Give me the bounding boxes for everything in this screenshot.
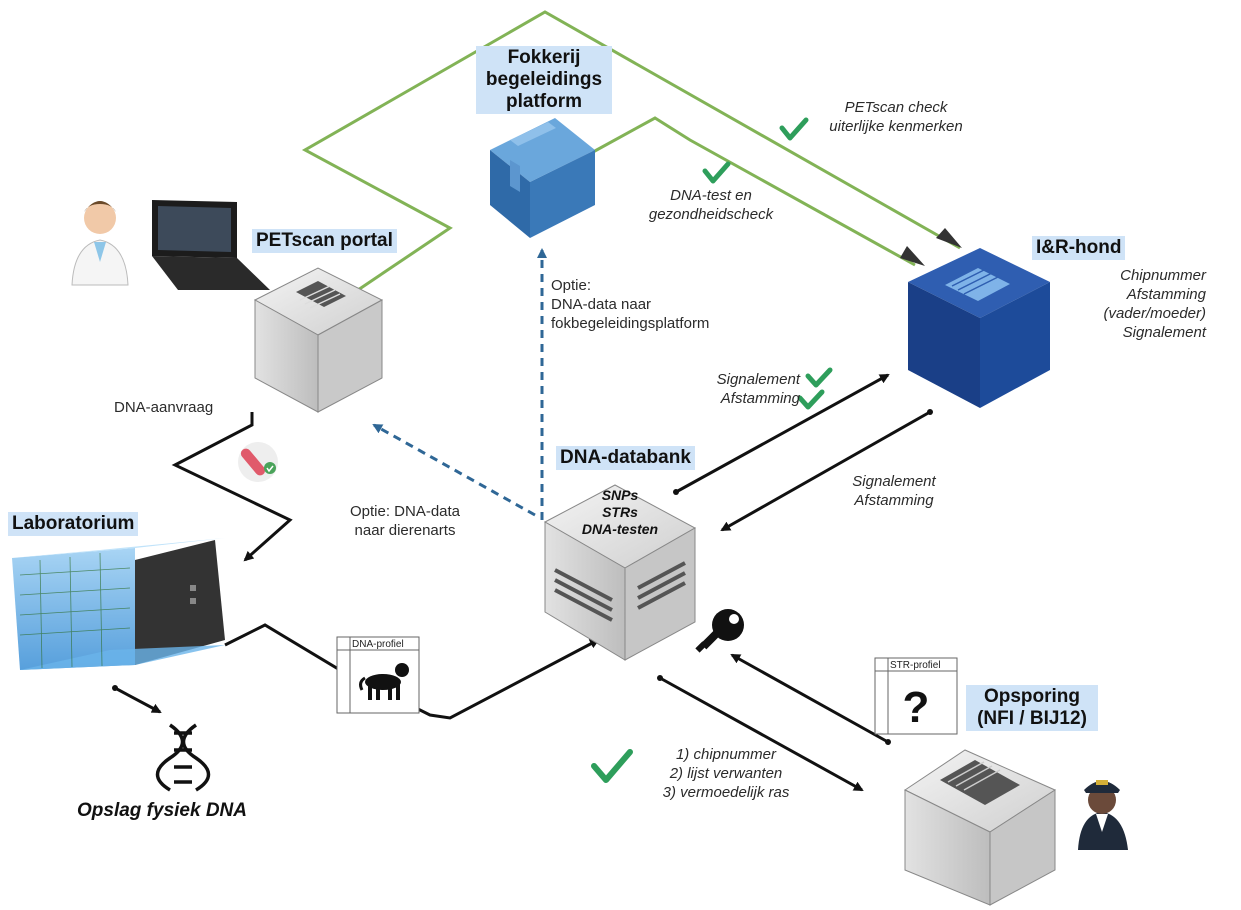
lab-machine-icon	[12, 538, 225, 670]
databank-content-item: DNA-testen	[581, 521, 659, 537]
flow-ir-to-databank	[720, 410, 931, 532]
opsporing-server-icon	[904, 749, 1057, 906]
label-line: gezondheidscheck	[648, 206, 774, 223]
green-line-fokkerij-ir	[592, 116, 916, 267]
ir-hond-server-icon	[908, 248, 1050, 408]
optie-dierenarts-label: Optie: DNA-data naar dierenarts	[320, 502, 490, 540]
check-icon	[702, 161, 731, 184]
dna-profiel-label: DNA-profiel	[352, 639, 404, 650]
doctor-icon	[71, 201, 129, 286]
question-mark: ?	[903, 683, 930, 732]
fokkerij-title-line: Fokkerij	[507, 47, 581, 68]
opslag-label: Opslag fysiek DNA	[77, 800, 247, 821]
irhond-detail: Chipnummer	[1120, 267, 1206, 284]
dna-helix-icon	[155, 723, 211, 792]
irhond-title: I&R-hond	[1032, 236, 1126, 260]
label-line: Afstamming	[854, 492, 934, 509]
str-profiel-document: STR-profiel ?	[874, 657, 958, 735]
check-icon	[779, 117, 809, 141]
label-line: Optie: DNA-data	[349, 503, 461, 520]
signalement-up-label: Signalement Afstamming	[690, 370, 800, 408]
check-icon	[805, 367, 833, 388]
dashed-arrow-to-petscan	[372, 423, 536, 517]
green-arrowhead-1	[936, 228, 962, 248]
opsporing-title-line: (NFI / BIJ12)	[977, 708, 1087, 729]
irhond-details: Chipnummer Afstamming (vader/moeder) Sig…	[1060, 266, 1206, 342]
fokkerij-title: Fokkerij begeleidings platform	[476, 46, 612, 114]
green-arrowhead-2	[900, 246, 925, 266]
label-line: naar dierenarts	[354, 522, 456, 539]
laptop-icon	[152, 200, 270, 290]
irhond-detail: (vader/moeder)	[1103, 305, 1206, 322]
str-profiel-label: STR-profiel	[890, 660, 941, 671]
irhond-detail: Signalement	[1122, 324, 1206, 341]
query-item: 3) vermoedelijk ras	[662, 784, 790, 801]
databank-contents: SNPs STRs DNA-testen	[572, 487, 668, 538]
flow-petscan-to-lab	[171, 412, 293, 562]
dna-aanvraag-label: DNA-aanvraag	[114, 399, 214, 416]
databank-server-icon	[543, 484, 697, 661]
label-line: DNA-test en	[670, 187, 752, 204]
flow-databank-to-ir	[675, 373, 890, 494]
fokkerij-title-line: begeleidings	[485, 69, 603, 90]
test-tube-icon	[238, 442, 278, 482]
check-icon	[591, 749, 633, 783]
databank-content-item: SNPs	[601, 487, 639, 503]
lab-title: Laboratorium	[8, 512, 139, 536]
label-line: Signalement	[716, 371, 800, 388]
police-officer-icon	[1078, 780, 1128, 850]
opsporing-title: Opsporing (NFI / BIJ12)	[966, 685, 1098, 731]
petscan-server-icon	[253, 267, 384, 413]
query-item: 2) lijst verwanten	[669, 765, 783, 782]
label-line: Optie:	[551, 277, 592, 294]
query-items-label: 1) chipnummer 2) lijst verwanten 3) verm…	[636, 745, 816, 802]
label-line: fokbegeleidingsplatform	[551, 315, 710, 332]
key-icon	[695, 609, 744, 653]
label-line: DNA-data naar	[551, 296, 652, 313]
check-icon	[797, 389, 825, 410]
label-line: uiterlijke kenmerken	[829, 118, 963, 135]
petscan-title: PETscan portal	[252, 229, 397, 253]
fokkerij-box-icon	[490, 118, 595, 238]
databank-content-item: STRs	[602, 504, 638, 520]
query-item: 1) chipnummer	[675, 746, 777, 763]
dog-icon	[359, 663, 409, 700]
green-line-petscan-ir	[301, 10, 961, 294]
signalement-down-label: Signalement Afstamming	[832, 472, 956, 510]
label-line: PETscan check	[844, 99, 948, 116]
fokkerij-title-line: platform	[506, 91, 582, 112]
flow-databank-to-opsporing	[659, 676, 864, 792]
irhond-detail: Afstamming	[1126, 286, 1206, 303]
optie-fok-label: Optie: DNA-data naar fokbegeleidingsplat…	[551, 276, 709, 333]
dna-profiel-document: DNA-profiel	[336, 636, 420, 714]
petscan-check-label: PETscan check uiterlijke kenmerken	[806, 98, 986, 136]
label-line: Afstamming	[720, 390, 800, 407]
flow-lab-to-dna-storage	[114, 686, 162, 714]
dna-test-label: DNA-test en gezondheidscheck	[626, 186, 796, 224]
opsporing-title-line: Opsporing	[983, 686, 1081, 707]
label-line: Signalement	[852, 473, 936, 490]
flow-opsporing-to-databank	[730, 653, 889, 744]
databank-title: DNA-databank	[556, 446, 695, 470]
